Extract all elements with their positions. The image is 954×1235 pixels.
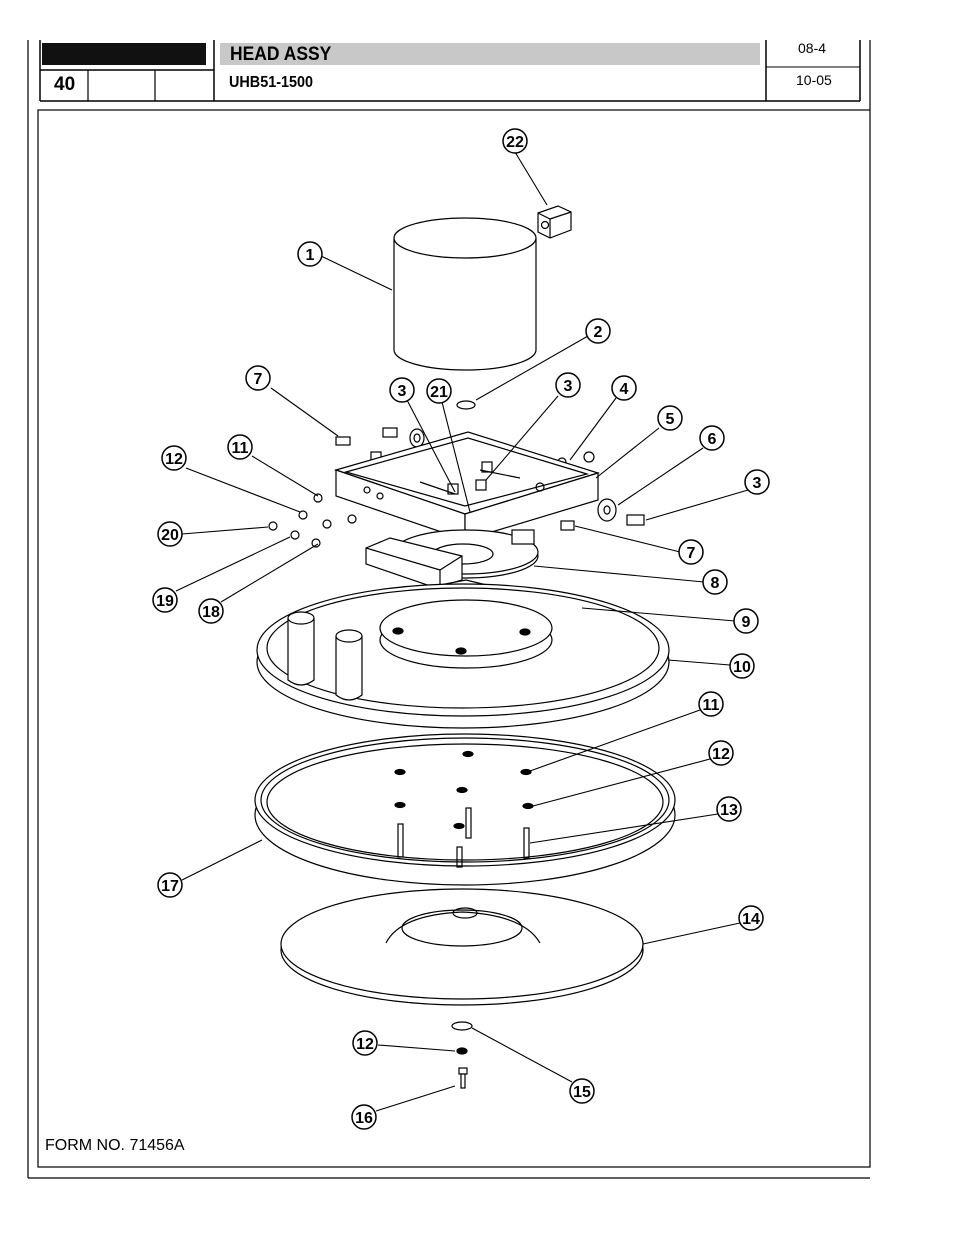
svg-text:5: 5 [666, 411, 675, 428]
callout-11: 11 [227, 434, 253, 460]
page-number: 40 [54, 74, 76, 95]
callout-10: 10 [729, 653, 755, 679]
callout-16: 16 [351, 1104, 377, 1130]
svg-text:3: 3 [398, 383, 407, 400]
callout-11: 11 [698, 691, 724, 717]
section-number: 08-4 [798, 40, 827, 56]
svg-text:12: 12 [356, 1036, 374, 1053]
header-title-bar [220, 43, 760, 65]
callout-15: 15 [569, 1078, 595, 1104]
callout-3: 3 [389, 377, 415, 403]
svg-text:4: 4 [620, 381, 629, 398]
callout-3: 3 [555, 372, 581, 398]
svg-text:19: 19 [156, 593, 174, 610]
part-washer-6 [597, 498, 617, 522]
callout-13: 13 [716, 796, 742, 822]
svg-text:10: 10 [733, 659, 751, 676]
svg-text:3: 3 [753, 475, 762, 492]
callout-5: 5 [657, 405, 683, 431]
svg-text:7: 7 [254, 371, 263, 388]
part-block-22 [537, 205, 572, 239]
callout-9: 9 [733, 608, 759, 634]
svg-text:2: 2 [594, 324, 603, 341]
callout-2: 2 [585, 318, 611, 344]
svg-text:18: 18 [202, 604, 220, 621]
part-ring-17 [254, 733, 676, 886]
leader-lines [175, 151, 749, 1112]
callout-22: 22 [502, 128, 528, 154]
part-bolts-top [335, 427, 595, 467]
svg-text:12: 12 [712, 746, 730, 763]
callout-12: 12 [708, 740, 734, 766]
svg-text:21: 21 [430, 384, 448, 401]
svg-text:14: 14 [742, 911, 760, 928]
part-oring-2 [456, 400, 476, 410]
part-small-nuts-left [268, 493, 357, 548]
svg-text:1: 1 [306, 247, 315, 264]
header-black-bar [42, 43, 206, 65]
callout-21: 21 [426, 378, 452, 404]
callout-12: 12 [161, 445, 187, 471]
svg-text:7: 7 [687, 545, 696, 562]
svg-text:16: 16 [355, 1110, 373, 1127]
callout-3: 3 [744, 469, 770, 495]
part-screw-7-right [560, 520, 575, 531]
part-bolt-16 [458, 1067, 468, 1089]
svg-text:15: 15 [573, 1084, 591, 1101]
part-washer-15 [451, 1021, 473, 1031]
svg-text:17: 17 [161, 878, 179, 895]
svg-text:8: 8 [711, 575, 720, 592]
svg-text:9: 9 [742, 614, 751, 631]
callout-12: 12 [352, 1030, 378, 1056]
callout-bubbles: 22 1 2 7 3 21 3 4 5 6 3 12 11 20 7 8 19 … [152, 128, 770, 1130]
callout-19: 19 [152, 587, 178, 613]
callout-1: 1 [297, 241, 323, 267]
callout-7: 7 [245, 365, 271, 391]
callout-17: 17 [157, 872, 183, 898]
page-title: HEAD ASSY [230, 44, 332, 65]
callout-18: 18 [198, 598, 224, 624]
callout-20: 20 [157, 521, 183, 547]
svg-text:13: 13 [720, 802, 738, 819]
callout-7: 7 [678, 539, 704, 565]
part-pad-driver-14 [280, 888, 644, 1006]
svg-text:3: 3 [564, 378, 573, 395]
callout-4: 4 [611, 375, 637, 401]
model-number: UHB51-1500 [229, 74, 314, 91]
part-cover-10 [256, 583, 670, 729]
svg-text:6: 6 [708, 431, 717, 448]
callout-14: 14 [738, 905, 764, 931]
svg-text:11: 11 [703, 697, 720, 714]
svg-text:12: 12 [165, 451, 183, 468]
svg-text:11: 11 [232, 440, 249, 457]
form-number: FORM NO. 71456A [45, 1137, 185, 1154]
part-cylinder-1 [393, 217, 537, 371]
svg-text:20: 20 [161, 527, 179, 544]
part-nut-12-bottom [456, 1047, 468, 1055]
part-bolt-3-right [626, 514, 645, 526]
callout-6: 6 [699, 425, 725, 451]
revision-date: 10-05 [796, 72, 832, 88]
svg-text:22: 22 [506, 134, 524, 151]
part-bracket-5 [333, 431, 601, 541]
callout-8: 8 [702, 569, 728, 595]
part-mount-8 [365, 529, 539, 589]
